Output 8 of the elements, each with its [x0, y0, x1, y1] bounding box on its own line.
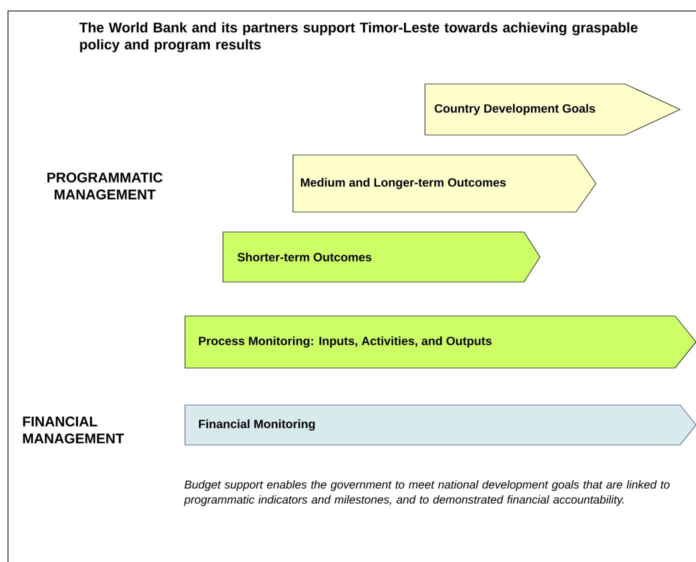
arrow-box: Country Development Goals: [424, 84, 681, 136]
caption: Budget support enables the government to meet national development goals that are linked to programmatic indicators and milestones, and to demonstrated financial accountability.: [184, 480, 670, 506]
arrow-box: Process Monitoring: Inputs, Activities, and Outputs: [184, 316, 696, 368]
title: The World Bank and its partners support Timor-Leste towards achieving graspable policy and program results: [79, 22, 638, 52]
section-label: FINANCIAL MANAGEMENT: [23, 416, 124, 444]
arrow-box: Medium and Longer-term Outcomes: [292, 154, 596, 212]
arrow-box: Financial Monitoring: [184, 404, 696, 446]
section-label: PROGRAMMATIC MANAGEMENT: [47, 172, 163, 200]
